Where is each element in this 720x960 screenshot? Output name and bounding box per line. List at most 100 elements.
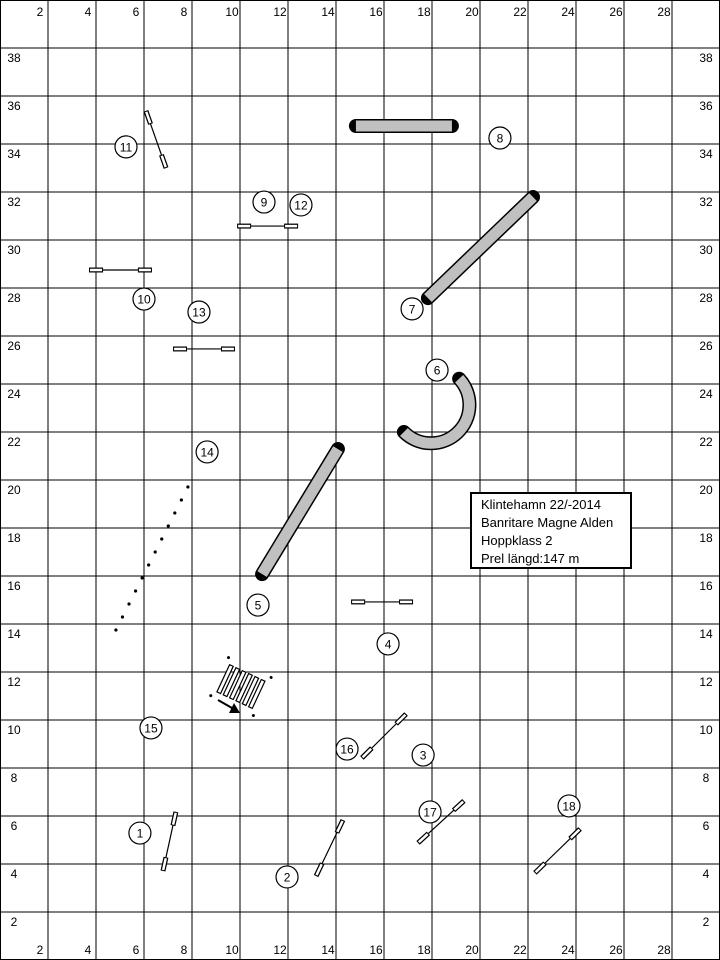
direction-arrow-icon — [217, 699, 240, 713]
obstacle-number-1: 1 — [128, 821, 152, 845]
obstacle-number-2: 2 — [275, 865, 299, 889]
y-axis-label: 22 — [7, 435, 21, 449]
x-axis-label: 2 — [37, 943, 44, 957]
x-axis-label: 20 — [465, 943, 479, 957]
y-axis-label: 4 — [11, 867, 18, 881]
x-axis-label: 22 — [513, 943, 527, 957]
obstacle-number-12: 12 — [289, 193, 313, 217]
x-axis-label: 10 — [225, 5, 239, 19]
x-axis-label: 8 — [181, 5, 188, 19]
x-axis-label: 12 — [273, 5, 287, 19]
y-axis-label: 32 — [699, 195, 713, 209]
weave-pole — [179, 498, 183, 502]
x-axis-label: 10 — [225, 943, 239, 957]
course-info-box: Klintehamn 22/-2014 Banritare Magne Alde… — [470, 492, 632, 569]
jump — [143, 110, 169, 169]
x-axis-label: 24 — [561, 943, 575, 957]
y-axis-label: 14 — [7, 627, 21, 641]
y-axis-label: 6 — [703, 819, 710, 833]
obstacle-number-label: 18 — [562, 799, 576, 813]
x-axis-label: 18 — [417, 943, 431, 957]
info-location-date: Klintehamn 22/-2014 — [481, 497, 601, 512]
obstacle-number-label: 2 — [284, 870, 291, 884]
y-axis-label: 2 — [703, 915, 710, 929]
x-axis-label: 18 — [417, 5, 431, 19]
y-axis-label: 28 — [7, 291, 21, 305]
info-designer: Banritare Magne Alden — [481, 515, 614, 530]
obstacle-number-17: 17 — [418, 800, 442, 824]
weave-pole — [166, 524, 170, 528]
jump — [533, 827, 582, 875]
obstacle-number-label: 6 — [434, 364, 441, 378]
x-axis-label: 6 — [133, 5, 140, 19]
obstacle-number-label: 1 — [137, 827, 144, 841]
tunnel — [255, 442, 345, 582]
obstacle-number-16: 16 — [335, 737, 359, 761]
x-axis-label: 26 — [609, 5, 623, 19]
x-axis-label: 20 — [465, 5, 479, 19]
x-axis-label: 28 — [657, 5, 671, 19]
obstacle-number-label: 5 — [255, 599, 262, 613]
y-axis-label: 10 — [699, 723, 713, 737]
obstacle-number-18: 18 — [557, 794, 581, 818]
weave-pole — [133, 589, 138, 593]
y-axis-label: 36 — [7, 99, 21, 113]
y-axis-label: 6 — [11, 819, 18, 833]
jump — [313, 818, 346, 878]
y-axis-label: 14 — [699, 627, 713, 641]
x-axis-label: 24 — [561, 5, 575, 19]
jump — [416, 799, 466, 845]
obstacle-number-label: 3 — [420, 749, 427, 763]
obstacle-number-label: 17 — [423, 805, 437, 819]
x-axis-label: 2 — [37, 5, 44, 19]
obstacle-number-label: 9 — [261, 196, 268, 210]
grid-labels: 2244668810101212141416161818202022222424… — [7, 5, 713, 957]
y-axis-label: 8 — [703, 771, 710, 785]
y-axis-label: 16 — [7, 579, 21, 593]
y-axis-label: 16 — [699, 579, 713, 593]
obstacle-number-label: 8 — [497, 132, 504, 146]
x-axis-label: 4 — [85, 5, 92, 19]
weave-pole — [160, 537, 164, 541]
obstacle-number-15: 15 — [139, 716, 163, 740]
y-axis-label: 24 — [7, 387, 21, 401]
y-axis-label: 34 — [7, 147, 21, 161]
y-axis-label: 38 — [699, 51, 713, 65]
curved-tunnel — [396, 371, 477, 451]
obstacle-number-11: 11 — [114, 135, 138, 159]
y-axis-label: 34 — [699, 147, 713, 161]
y-axis-label: 10 — [7, 723, 21, 737]
obstacle-number-label: 11 — [120, 140, 133, 154]
y-axis-label: 26 — [699, 339, 713, 353]
obstacle-number-label: 14 — [200, 445, 214, 459]
y-axis-label: 18 — [699, 531, 713, 545]
weave-pole — [153, 550, 157, 554]
obstacle-number-label: 12 — [294, 198, 308, 212]
obstacle-number-4: 4 — [376, 632, 400, 656]
y-axis-label: 20 — [699, 483, 713, 497]
info-class: Hoppklass 2 — [481, 533, 553, 548]
obstacle-number-label: 13 — [192, 306, 206, 320]
x-axis-label: 4 — [85, 943, 92, 957]
obstacle-number-5: 5 — [246, 593, 270, 617]
obstacle-number-label: 4 — [385, 637, 392, 651]
weave-poles — [114, 485, 190, 632]
obstacle-number-13: 13 — [187, 300, 211, 324]
obstacle-number-label: 16 — [340, 743, 354, 757]
x-axis-label: 16 — [369, 943, 383, 957]
y-axis-label: 24 — [699, 387, 713, 401]
weave-pole — [114, 628, 118, 632]
x-axis-label: 14 — [321, 5, 335, 19]
y-axis-label: 28 — [699, 291, 713, 305]
y-axis-label: 12 — [7, 675, 21, 689]
y-axis-label: 12 — [699, 675, 713, 689]
x-axis-label: 6 — [133, 943, 140, 957]
weave-pole — [127, 602, 131, 606]
y-axis-label: 22 — [699, 435, 713, 449]
obstacle-number-10: 10 — [132, 287, 156, 311]
weave-pole — [147, 563, 151, 567]
tunnel — [420, 190, 541, 306]
x-axis-label: 14 — [321, 943, 335, 957]
